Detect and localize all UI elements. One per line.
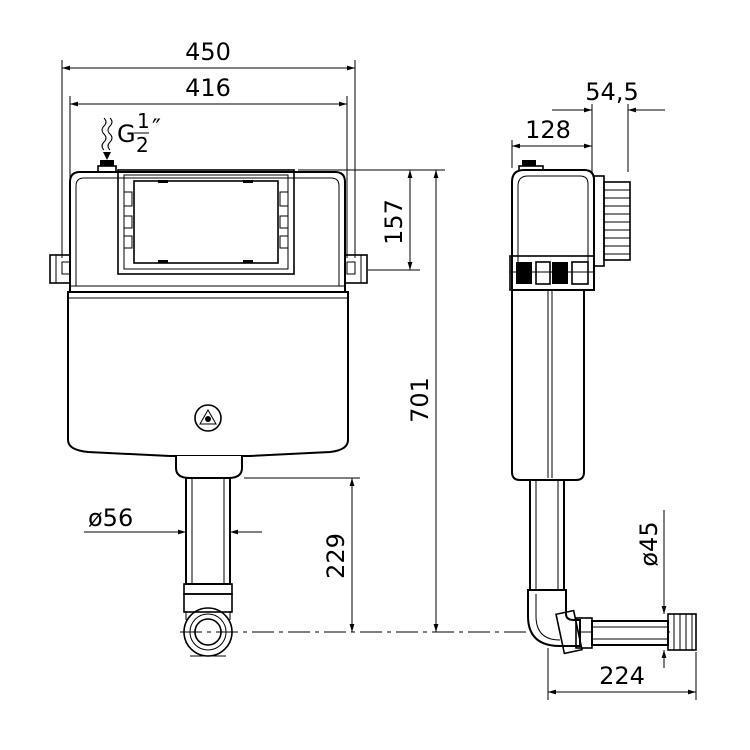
dim-label-229: 229 xyxy=(322,533,350,579)
inlet-thread-label: G 1 2 ″ xyxy=(101,109,161,160)
dimension-elbow-diameter: ø45 xyxy=(635,510,667,668)
dim-label-o45: ø45 xyxy=(635,521,663,566)
dimension-bracket-width: 416 xyxy=(69,74,348,258)
side-view: 128 54,5 xyxy=(509,78,697,700)
side-flange xyxy=(593,175,631,267)
dim-label-416: 416 xyxy=(185,74,231,102)
dimension-total-height: 701 xyxy=(345,169,445,632)
brand-logo-icon xyxy=(194,404,222,432)
dim-label-o56: ø56 xyxy=(88,504,133,532)
side-elbow xyxy=(527,589,697,655)
thread-denominator: 2 xyxy=(136,133,149,157)
dim-label-128: 128 xyxy=(525,116,571,144)
cistern-top-frame xyxy=(69,169,346,293)
side-bracket xyxy=(509,255,595,291)
inlet-valve xyxy=(97,160,117,173)
dim-label-54-5: 54,5 xyxy=(585,78,638,106)
dim-label-450: 450 xyxy=(185,38,231,66)
dimension-elbow-length: 224 xyxy=(547,648,697,700)
dimension-side-depth: 128 xyxy=(511,104,593,172)
cistern-tank xyxy=(67,291,349,457)
dimension-flange-depth: 54,5 xyxy=(552,78,665,172)
thread-prefix: G xyxy=(117,120,136,148)
thread-suffix: ″ xyxy=(152,114,161,142)
dim-label-157: 157 xyxy=(380,199,408,245)
dimension-outlet-height: 229 xyxy=(244,477,360,632)
dim-label-224: 224 xyxy=(599,662,645,690)
outlet-pipe xyxy=(175,456,243,657)
side-outlet-pipe xyxy=(529,479,565,591)
front-view: 450 416 G 1 2 ″ xyxy=(49,38,445,657)
dimension-outlet-diameter: ø56 xyxy=(84,504,262,535)
dim-label-701: 701 xyxy=(406,377,434,423)
dimension-total-width: 450 xyxy=(61,38,356,258)
thread-numerator: 1 xyxy=(137,109,150,133)
